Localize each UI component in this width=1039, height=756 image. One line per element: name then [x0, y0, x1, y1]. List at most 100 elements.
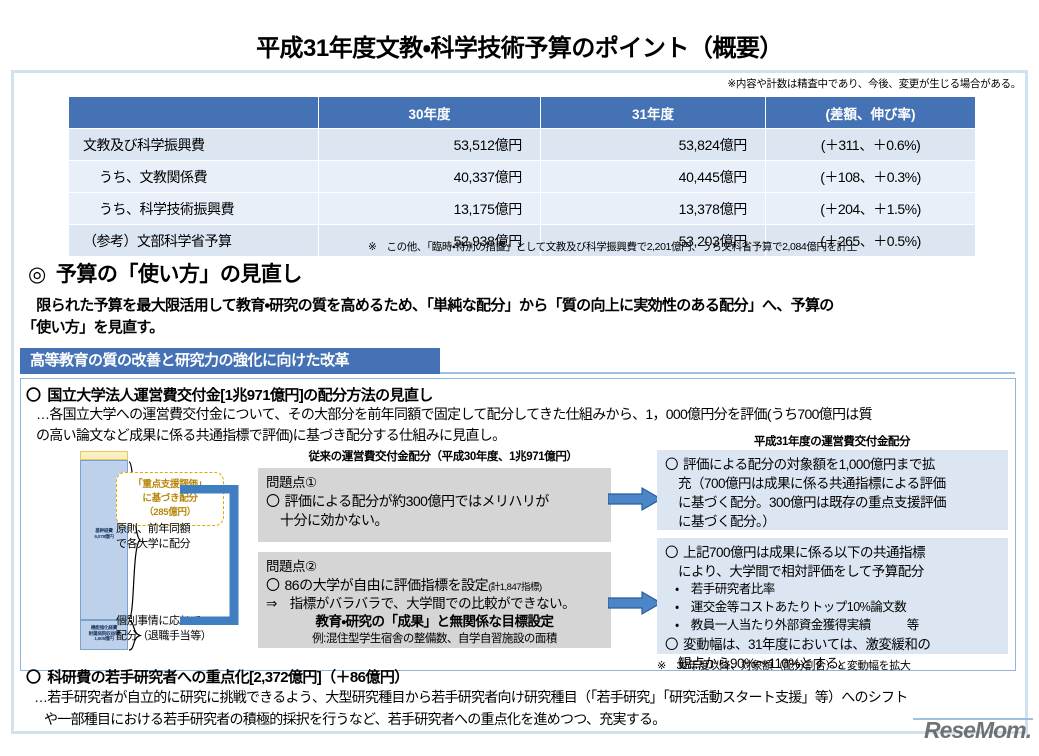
bullet2-line1: …若手研究者が自立的に研究に挑戦できるよう、大型研究種目から若手研究者向け研究種… [34, 689, 908, 705]
problem2-label: 問題点② [266, 559, 317, 574]
section-body-line1: 限られた予算を最大限活用して教育・研究の質を高めるため、「単純な配分」から「質の… [22, 297, 834, 314]
brace-note-core: 原則、前年同額 で各大学に配分 [116, 522, 191, 552]
problem2-line1-tiny: (計1,847指標) [488, 582, 542, 594]
bullet1-body: …各国立大学への運営費交付金について、その大部分を前年同額で固定して配分してきた… [36, 404, 1001, 446]
row-diff: (＋265、＋0.5%) [765, 224, 976, 257]
problem2-line1: 86の大学が自由に評価指標を設定 [284, 577, 489, 594]
row-y31: 13,378億円 [540, 192, 766, 225]
previous-allocation-title: 従来の運営費交付金配分（平成30年度、1兆971億円） [308, 451, 578, 463]
bullet1-heading-text: 国立大学法人運営費交付金[1兆971億円]の配分方法の見直し [47, 387, 433, 404]
rbox1-line3: に基づく配分。300億円は既存の重点支援評価 [678, 495, 947, 511]
circle-bullet-icon: 〇 [26, 387, 41, 404]
watermark-logo: ReseMom. [923, 717, 1032, 743]
rbox2-line2: により、大学間で相対評価をして予算配分 [678, 564, 924, 580]
bullet2-heading: 〇科研費の若手研究者への重点化[2,372億円]（＋86億円） [26, 666, 409, 687]
brace-strengthening-icon [128, 620, 142, 651]
new-allocation-box-2: 〇上記700億円は成果に係る以下の共通指標 により、大学間で相対評価をして予算配… [657, 538, 1008, 671]
table-header-blank [68, 96, 319, 129]
circle-bullet-icon: 〇 [665, 457, 679, 472]
table-footnote: ※ この他、「臨時・特別の措置」として文教及び科学振興費で2,201億円、うち文… [368, 241, 857, 253]
row-label: うち、科学技術振興費 [68, 192, 319, 225]
problem2-example-line: 例:混住型学生宿舎の整備数、自学自習施設の面積 [312, 632, 557, 645]
row-label: うち、文教関係費 [68, 160, 319, 193]
row-diff: (＋204、＋1.5%) [765, 192, 976, 225]
bar-label-strengthening: 機能強化経費 附属病院収益等 1,605億円 [88, 625, 120, 642]
rbox2-bullet-2: ・ 教員一人当たり外部資金獲得実績 等 [675, 617, 919, 632]
new-allocation-note: ※ 32年度以降、対象額（配分割合）と変動幅を拡大 [657, 660, 911, 672]
left-bracket-connector [180, 485, 239, 625]
table-row: （参考）文部科学省予算 52,938億円 53,203億円 (＋265、＋0.5… [68, 224, 976, 257]
row-y30: 40,337億円 [318, 160, 541, 193]
page-title: 平成31年度文教・科学技術予算のポイント（概要） [256, 35, 783, 62]
section-heading-text: 予算の「使い方」の見直し [55, 263, 303, 286]
circle-bullet-icon: 〇 [26, 669, 41, 686]
new-allocation-title: 平成31年度の運営費交付金配分 [753, 436, 911, 448]
circle-bullet-icon: 〇 [665, 545, 679, 560]
brace-note-str-line2: 配分（退職手当等） [116, 629, 212, 642]
new-allocation-box-1: 〇評価による配分の対象額を1,000億円まで拡 充（700億円は成果に係る共通指… [657, 450, 1008, 530]
problem-box-1: 問題点① 〇評価による配分が約300億円ではメリハリが 十分に効かない。 [258, 468, 611, 542]
brace-note-core-line2: で各大学に配分 [116, 537, 191, 550]
rbox2-line3: 変動幅は、31年度においては、激変緩和の [683, 636, 931, 652]
problem2-bold-line: 教育・研究の「成果」と無関係な目標設定 [315, 614, 554, 630]
rbox2-line4: 観点から90%～110%とする。 [678, 655, 852, 671]
rbox2-bullet-0: ・ 若手研究者比率 [675, 582, 775, 597]
callout-line3: （285億円） [144, 506, 196, 518]
row-y31: 53,203億円 [540, 224, 766, 257]
bullet2-body: …若手研究者が自立的に研究に挑戦できるよう、大型研究種目から若手研究者向け研究種… [34, 687, 1014, 730]
bar-label-core: 基幹経費 9,078億円 [94, 528, 114, 539]
brace-note-str-line1: 個別事情に応じて [116, 615, 201, 627]
callout-line1: 「重点支援評価」 [133, 479, 207, 490]
double-circle-icon: ◎ [28, 263, 46, 286]
section-heading: ◎ 予算の「使い方」の見直し [28, 258, 302, 288]
row-y31: 40,445億円 [540, 160, 766, 193]
callout-line2: に基づき配分 [142, 492, 198, 504]
brace-note-core-line1: 原則、前年同額 [116, 523, 191, 535]
table-header-row: 30年度 31年度 (差額、伸び率) [68, 96, 976, 129]
table-row: うち、文教関係費 40,337億円 40,445億円 (＋108、＋0.3%) [68, 160, 976, 193]
table-row: うち、科学技術振興費 13,175億円 13,378億円 (＋204、＋1.5%… [68, 192, 976, 225]
problem1-text: 〇評価による配分が約300億円ではメリハリが 十分に効かない。 [266, 492, 603, 530]
top-note: ※内容や計数は精査中であり、今後、変更が生じる場合がある。 [727, 78, 1021, 90]
budget-table: 30年度 31年度 (差額、伸び率) 文教及び科学振興費 53,512億円 53… [68, 96, 976, 257]
table-header-y31: 31年度 [540, 96, 766, 129]
bullet1-heading: 〇国立大学法人運営費交付金[1兆971億円]の配分方法の見直し [26, 384, 433, 405]
table-header-diff: (差額、伸び率) [765, 96, 976, 129]
row-y31: 53,824億円 [540, 128, 766, 161]
rbox2-line1: 上記700億円は成果に係る以下の共通指標 [683, 545, 926, 560]
row-y30: 53,512億円 [318, 128, 541, 161]
bullet1-line2: の高い論文など成果に係る共通指標で評価)に基づき配分する仕組みに見直し。 [36, 427, 506, 443]
row-y30: 13,175億円 [318, 192, 541, 225]
circle-bullet-icon: 〇 [665, 636, 679, 652]
priority-support-callout: 「重点支援評価」 に基づき配分 （285億円） [116, 472, 224, 526]
rbox1-line4: に基づく配分。） [678, 514, 776, 530]
bullet1-line1: …各国立大学への運営費交付金について、その大部分を前年同額で固定して配分してきた… [36, 406, 873, 422]
rbox1-line1: 評価による配分の対象額を1,000億円まで拡 [683, 457, 935, 472]
bullet2-heading-text: 科研費の若手研究者への重点化[2,372億円]（＋86億円） [47, 669, 409, 686]
bar-segment-priority [80, 451, 128, 460]
row-label: （参考）文部科学省予算 [68, 224, 319, 257]
problem1-label: 問題点① [266, 475, 317, 490]
section-body-line2: 「使い方」を見直す。 [22, 318, 164, 336]
section-band: 高等教育の質の改善と研究力の強化に向けた改革 [20, 348, 440, 374]
circle-bullet-icon: 〇 [266, 577, 280, 594]
problem2-arrow-line: ⇒ 指標がバラバラで、大学間での比較ができない。 [266, 596, 576, 612]
problem1-line2: 十分に効かない。 [280, 512, 389, 529]
problem1-line1: 評価による配分が約300億円ではメリハリが [284, 493, 550, 510]
brace-note-strengthening: 個別事情に応じて 配分（退職手当等） [116, 614, 212, 644]
bar-segment-strengthening [80, 620, 128, 650]
rbox1-line2: 充（700億円は成果に係る共通指標による評価 [678, 476, 946, 492]
row-diff: (＋108、＋0.3%) [765, 160, 976, 193]
section-body: 限られた予算を最大限活用して教育・研究の質を高めるため、「単純な配分」から「質の… [22, 295, 1012, 339]
row-y30: 52,938億円 [318, 224, 541, 257]
row-diff: (＋311、＋0.6%) [765, 128, 976, 161]
arrow-right-2-icon [608, 590, 662, 616]
arrow-right-1-icon [608, 486, 662, 512]
table-row: 文教及び科学振興費 53,512億円 53,824億円 (＋311、＋0.6%) [68, 128, 976, 161]
circle-bullet-icon: 〇 [266, 493, 280, 510]
row-label: 文教及び科学振興費 [68, 128, 319, 161]
bullet2-line2: や一部種目における若手研究者の積極的採択を行うなど、若手研究者への重点化を進めつ… [44, 710, 666, 727]
